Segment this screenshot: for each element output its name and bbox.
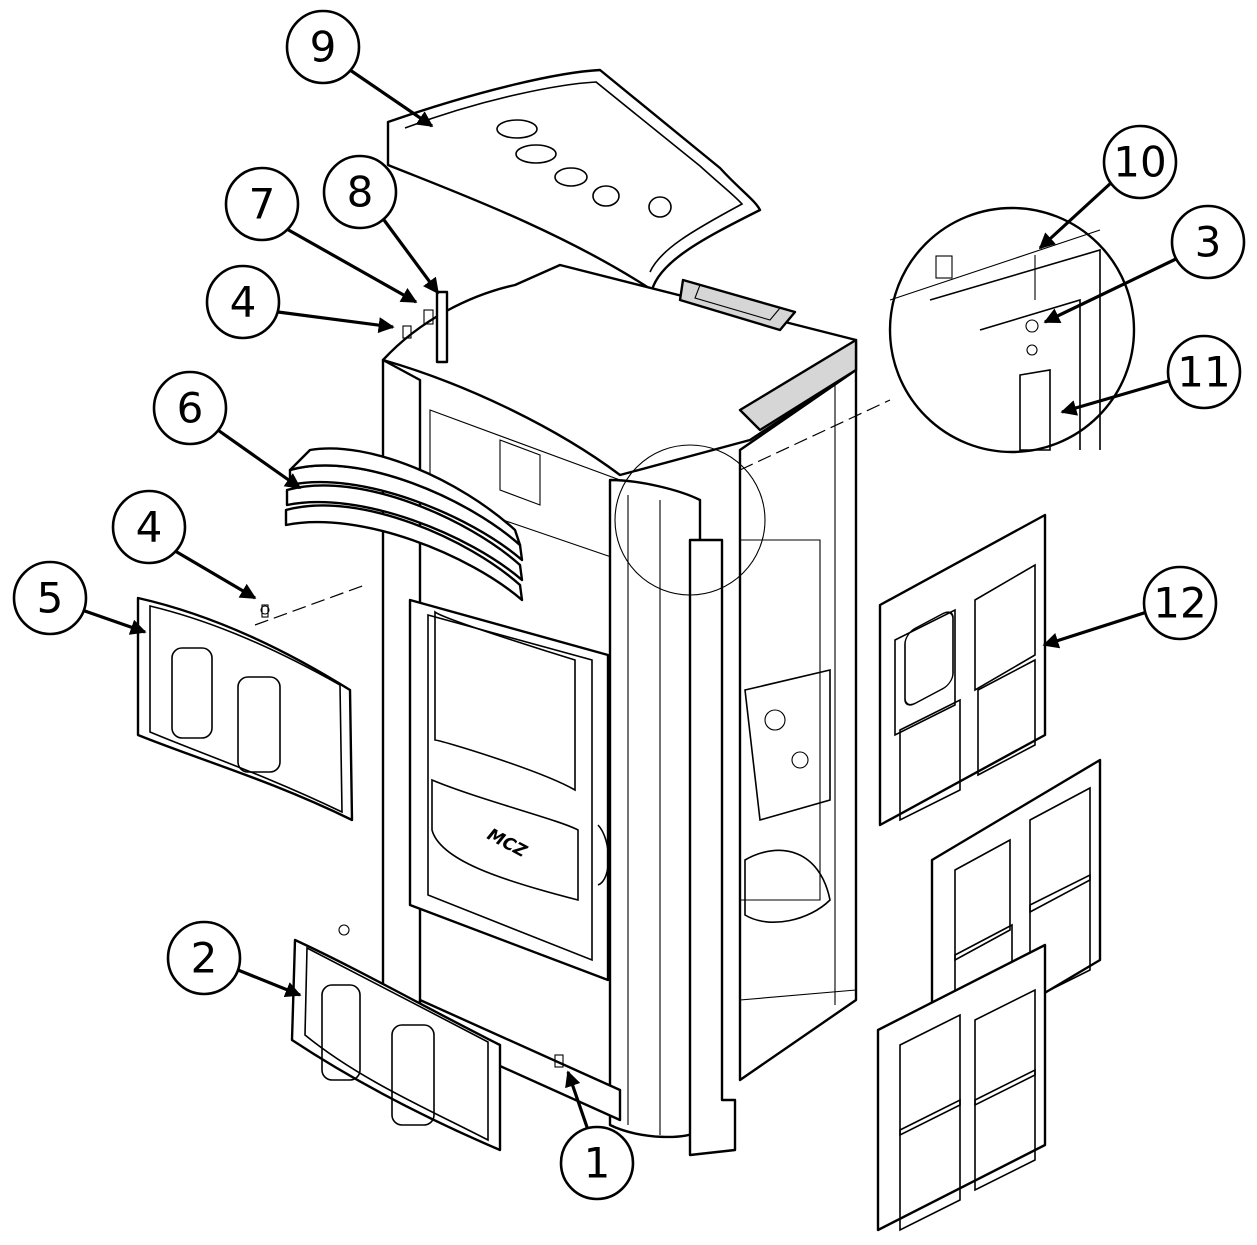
callout-6: 6 [152,370,302,490]
callout-11: 11 [1060,334,1242,416]
svg-text:3: 3 [1195,218,1222,267]
svg-text:6: 6 [177,384,204,433]
svg-text:11: 11 [1177,348,1230,397]
callout-4-upper: 4 [205,264,395,340]
svg-text:4: 4 [136,503,163,552]
fasteners [261,290,564,1068]
side-panel-upper [136,596,354,822]
callout-3: 3 [1043,204,1246,324]
callout-2: 2 [166,920,302,998]
side-tiles-set [876,513,1102,1232]
callout-4-lower: 4 [111,489,257,600]
callout-8: 8 [322,154,440,295]
callout-5: 5 [12,560,147,636]
svg-text:10: 10 [1113,138,1166,187]
stove-body: MCZ [381,263,858,1157]
svg-text:1: 1 [584,1139,611,1188]
svg-text:7: 7 [249,180,276,229]
front-grille [284,447,524,602]
callout-9: 9 [285,9,434,128]
svg-text:4: 4 [230,278,257,327]
callout-1: 1 [559,1070,635,1201]
detail-source-circle [614,444,766,596]
lower-front-panel [290,938,502,1152]
top-lid [386,68,762,292]
svg-text:8: 8 [347,168,374,217]
detail-zoom [739,206,1136,471]
svg-text:12: 12 [1153,579,1206,628]
svg-text:2: 2 [191,934,218,983]
svg-text:9: 9 [310,23,337,72]
callout-12: 12 [1042,565,1218,649]
callout-7: 7 [224,166,418,304]
assembly-line [254,584,366,626]
callout-10: 10 [1038,124,1178,250]
svg-text:5: 5 [37,574,64,623]
